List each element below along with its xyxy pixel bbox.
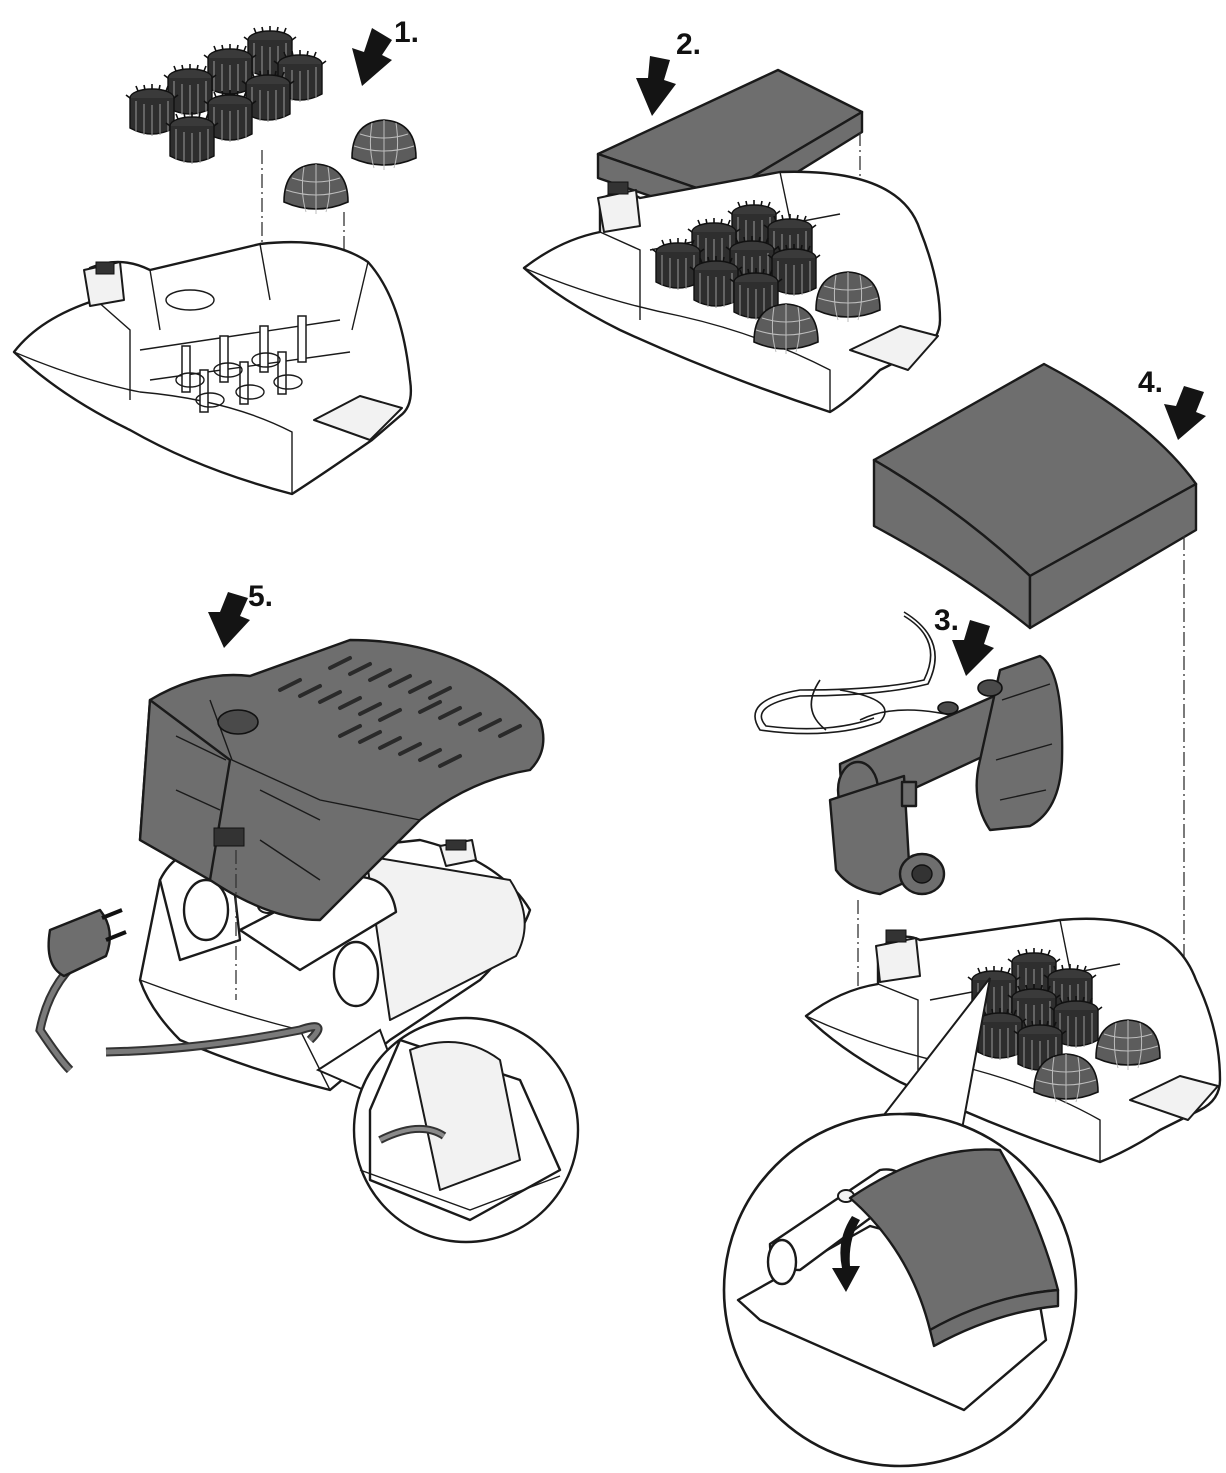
step-2-group: 2. [522, 28, 942, 414]
step-5-group: 5. [35, 580, 580, 1244]
step-5-detail-callout [315, 1016, 580, 1244]
step-3-detail-arrow-icon [832, 1216, 860, 1292]
step-1-group: 1. [12, 16, 419, 496]
step-5-plug-cable [35, 908, 323, 1074]
step-3-detail-callout [722, 977, 1078, 1468]
step-5-top-cover [138, 638, 545, 922]
step-4-label: 4. [1138, 366, 1163, 399]
step-3-label: 3. [934, 604, 959, 637]
step-5-label: 5. [248, 580, 273, 613]
step-4-group: 4. [872, 362, 1206, 1010]
step-2-label: 2. [676, 28, 701, 61]
step-3-arrow-icon [952, 620, 994, 676]
step-5-assembled-filter-base [138, 838, 532, 1092]
step-5-arrow-icon [208, 592, 250, 648]
step-2-filter-housing [522, 170, 942, 414]
step-1-domes [283, 119, 417, 215]
step-4-cover-sponge [872, 362, 1198, 630]
step-4-arrow-icon [1164, 386, 1206, 440]
step-1-label: 1. [394, 16, 419, 49]
step-3-pump-uv-unit [828, 654, 1064, 896]
step-1-filter-housing [12, 240, 413, 496]
step-2-arrow-icon [636, 56, 676, 116]
step-1-arrow-icon [352, 28, 392, 86]
step-1-bio-media [125, 25, 327, 165]
step-3-group: 3. [722, 604, 1222, 1468]
